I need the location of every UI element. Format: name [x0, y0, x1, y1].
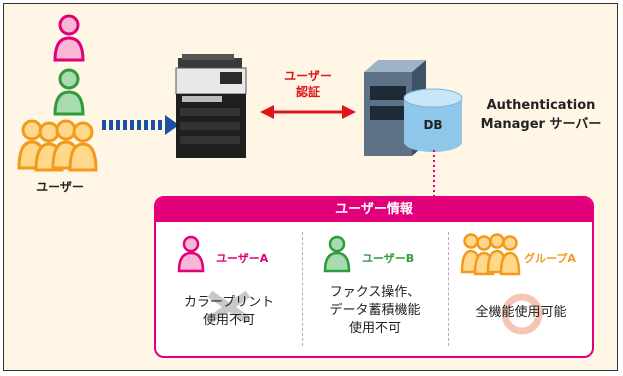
auth-label-line2: 認証: [295, 85, 320, 99]
user-b-text-line2: データ蓄積機能: [329, 303, 421, 318]
not-allowed-cross-icon: [207, 290, 251, 324]
auth-label-line1: ユーザー: [284, 69, 332, 83]
auth-double-arrow: [260, 105, 356, 119]
user-group-orange-icon: [17, 119, 98, 172]
users-label: ユーザー: [36, 180, 84, 194]
user-b-icon: [323, 235, 351, 273]
db-connector-line: [433, 150, 435, 196]
group-a-label: グループA: [524, 252, 576, 265]
server-label: Authentication Manager サーバー: [466, 96, 616, 134]
user-pink-icon: [53, 14, 85, 62]
dotted-arrow: [102, 115, 179, 135]
user-authentication-label: ユーザー 認証: [270, 68, 346, 100]
user-a-text-line2: 使用不可: [202, 313, 255, 328]
user-b-label: ユーザーB: [362, 252, 415, 265]
column-divider: [448, 232, 449, 346]
server-label-line2: Manager サーバー: [480, 117, 602, 132]
user-b-permission-text: ファクス操作、 データ蓄積機能 使用不可: [302, 284, 448, 338]
server-label-line1: Authentication: [486, 98, 596, 113]
group-a-icon: [460, 233, 521, 276]
user-info-panel: ユーザー情報 ユーザーA カラープリント 使用不可 ユーザーB ファクス操作、 …: [154, 196, 594, 358]
user-b-text-line3: 使用不可: [348, 321, 401, 336]
multifunction-printer-icon: [175, 54, 247, 158]
column-divider: [302, 232, 303, 346]
user-a-label: ユーザーA: [216, 252, 269, 265]
allowed-circle-icon: [501, 293, 543, 335]
user-a-text-line1: カラープリント: [183, 295, 275, 310]
database-icon: [403, 88, 463, 152]
user-b-text-line1: ファクス操作、: [329, 285, 421, 300]
user-green-icon: [53, 68, 85, 116]
group-a-permission-text: 全機能使用可能: [475, 305, 567, 320]
user-a-permission-text: カラープリント 使用不可: [156, 294, 302, 330]
user-a-icon: [177, 235, 205, 273]
db-label: DB: [423, 118, 443, 132]
user-info-title: ユーザー情報: [156, 198, 592, 222]
